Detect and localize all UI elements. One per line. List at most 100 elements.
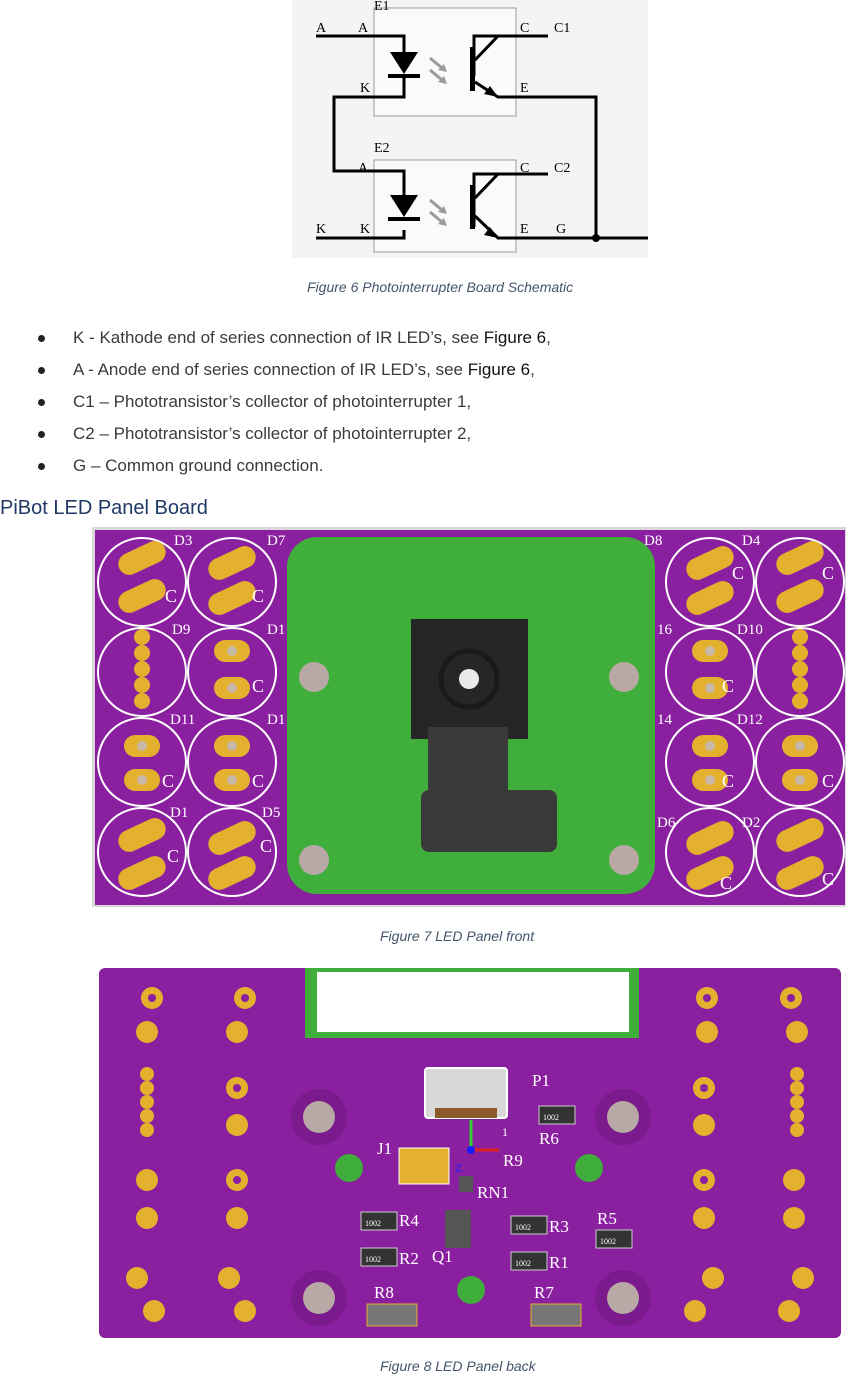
label-d7: D7 xyxy=(267,533,286,549)
e2-pin-label: E xyxy=(520,222,529,237)
label-d1: D1 xyxy=(170,805,188,821)
c2-ext-label: C2 xyxy=(554,161,570,176)
figure-link[interactable]: Figure 6 xyxy=(483,328,547,347)
label-d11: D11 xyxy=(170,712,195,728)
led-2-diode xyxy=(390,195,418,217)
k2-label: K xyxy=(360,222,370,237)
label-r8: R8 xyxy=(374,1283,394,1302)
bullet-icon xyxy=(38,463,45,470)
label-d10: D10 xyxy=(737,622,763,638)
led-1-diode xyxy=(390,52,418,74)
label-p1: P1 xyxy=(532,1071,550,1090)
label-q1: Q1 xyxy=(432,1247,453,1266)
cathode-label: C xyxy=(732,563,744,583)
label-r3: R3 xyxy=(549,1217,569,1236)
camera-mount-hole xyxy=(299,662,329,692)
g-ext-label: G xyxy=(556,222,566,237)
led-outlines-left xyxy=(97,537,845,897)
label-d3: D3 xyxy=(174,533,192,549)
bullet-icon xyxy=(38,399,45,406)
cathode-label: C xyxy=(167,846,179,866)
label-d9: D9 xyxy=(172,622,190,638)
led-panel-front-image: D3 D7 D8 D4 D9 D1 16 D10 D11 D1 14 D12 D… xyxy=(92,527,846,907)
label-d8: D8 xyxy=(644,533,662,549)
label-r9: R9 xyxy=(503,1151,523,1170)
a-ext-label: A xyxy=(316,21,327,36)
cathode-label: C xyxy=(822,563,834,583)
label-r1: R1 xyxy=(549,1253,569,1272)
cathode-label: C xyxy=(252,771,264,791)
c1-ext-label: C1 xyxy=(554,21,570,36)
label-r2: R2 xyxy=(399,1249,419,1268)
resistor-code: 1002 xyxy=(515,1223,531,1232)
list-item: C1 – Phototransistor’s collector of phot… xyxy=(38,386,798,418)
axis-origin xyxy=(467,1146,475,1154)
resistor-code: 1002 xyxy=(515,1259,531,1268)
led-panel-back-image: P1 R6 J1 R9 RN1 R4 R3 R5 R2 Q1 R1 R8 R7 … xyxy=(99,968,841,1338)
resistor-code: 1002 xyxy=(543,1113,559,1122)
camera-mount-hole xyxy=(609,662,639,692)
label-j1: J1 xyxy=(377,1139,392,1158)
e1-pin-label: E xyxy=(520,81,529,96)
smd-components xyxy=(360,1105,633,1327)
list-item: A - Anode end of series connection of IR… xyxy=(38,354,798,386)
c2-pin-label: C xyxy=(520,161,529,176)
resistor-code: 1002 xyxy=(365,1255,381,1264)
label-d5: D5 xyxy=(262,805,280,821)
cathode-label: C xyxy=(720,873,732,893)
label-d12: D12 xyxy=(737,712,763,728)
section-heading: PiBot LED Panel Board xyxy=(0,497,208,519)
cathode-label: C xyxy=(722,771,734,791)
cathode-label: C xyxy=(162,771,174,791)
label-r7: R7 xyxy=(534,1283,554,1302)
c1-pin-label: C xyxy=(520,21,529,36)
transistor-1-bar xyxy=(470,47,475,91)
cathode-label: C xyxy=(252,586,264,606)
e1-box xyxy=(373,7,517,117)
cathode-label: C xyxy=(252,676,264,696)
back-mount-holes xyxy=(291,1089,651,1326)
cathode-label: C xyxy=(260,836,272,856)
camera-cutout-window xyxy=(317,972,629,1032)
camera-lens xyxy=(459,669,479,689)
camera-ribbon xyxy=(428,727,508,797)
label-d14: 14 xyxy=(657,712,673,728)
led-2-bar xyxy=(388,217,420,221)
figure-link[interactable]: Figure 6 xyxy=(467,360,531,379)
cathode-label: C xyxy=(822,869,834,889)
transistor-2-bar xyxy=(470,185,475,229)
camera-connector xyxy=(421,790,557,852)
label-d2: D2 xyxy=(742,815,760,831)
figure6-caption: Figure 6 Photointerrupter Board Schemati… xyxy=(307,279,574,295)
label-r4: R4 xyxy=(399,1211,419,1230)
label-rn1: RN1 xyxy=(477,1183,509,1202)
label-d16: 16 xyxy=(657,622,673,638)
e1-label: E1 xyxy=(374,0,390,14)
label-axis-z: Z xyxy=(455,1161,462,1175)
label-d4: D4 xyxy=(742,533,761,549)
cathode-label: C xyxy=(722,676,734,696)
light-arrows xyxy=(429,56,443,224)
pin-list: K - Kathode end of series connection of … xyxy=(38,322,798,482)
pad-holes xyxy=(137,646,805,785)
label-pin1: 1 xyxy=(502,1125,508,1139)
list-item: G – Common ground connection. xyxy=(38,450,798,482)
label-r5: R5 xyxy=(597,1209,617,1228)
k-ext-label: K xyxy=(316,222,326,237)
cathode-label: C xyxy=(822,771,834,791)
label-d6: D6 xyxy=(657,815,676,831)
list-item: K - Kathode end of series connection of … xyxy=(38,322,798,354)
camera-lens-ring xyxy=(438,648,500,710)
bullet-icon xyxy=(38,431,45,438)
bullet-icon xyxy=(38,367,45,374)
emitter-1-arrow xyxy=(484,86,498,97)
emitter-2-arrow xyxy=(484,227,498,238)
resistor-code: 1002 xyxy=(600,1237,616,1246)
a2-label: A xyxy=(358,161,369,176)
figure8-caption: Figure 8 LED Panel back xyxy=(380,1358,536,1374)
figure7-caption: Figure 7 LED Panel front xyxy=(380,928,535,944)
e2-label: E2 xyxy=(374,141,390,156)
photointerrupter-schematic: E1 A A K C C1 E E2 A C C2 K K E G xyxy=(292,0,648,258)
label-r6: R6 xyxy=(539,1129,559,1148)
camera-mount-hole xyxy=(299,845,329,875)
